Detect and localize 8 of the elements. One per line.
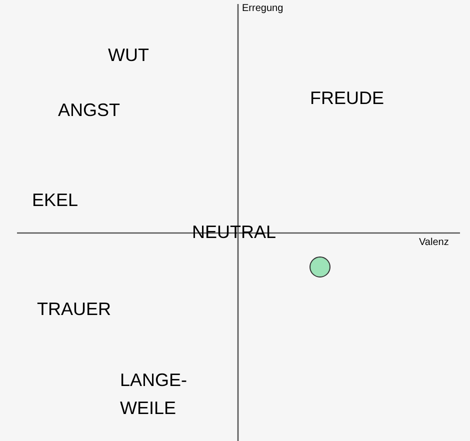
emotion-label: EKEL [32, 189, 78, 212]
axis-label: Erregung [242, 3, 284, 15]
axis-label: Valenz [419, 237, 449, 249]
emotion-label: TRAUER [37, 298, 112, 321]
emotion-label: ANGST [58, 99, 120, 122]
emotion-label: FREUDE [310, 87, 384, 110]
emotion-label: LANGE- WEILE [120, 369, 188, 420]
emotion-label: WUT [108, 44, 149, 67]
